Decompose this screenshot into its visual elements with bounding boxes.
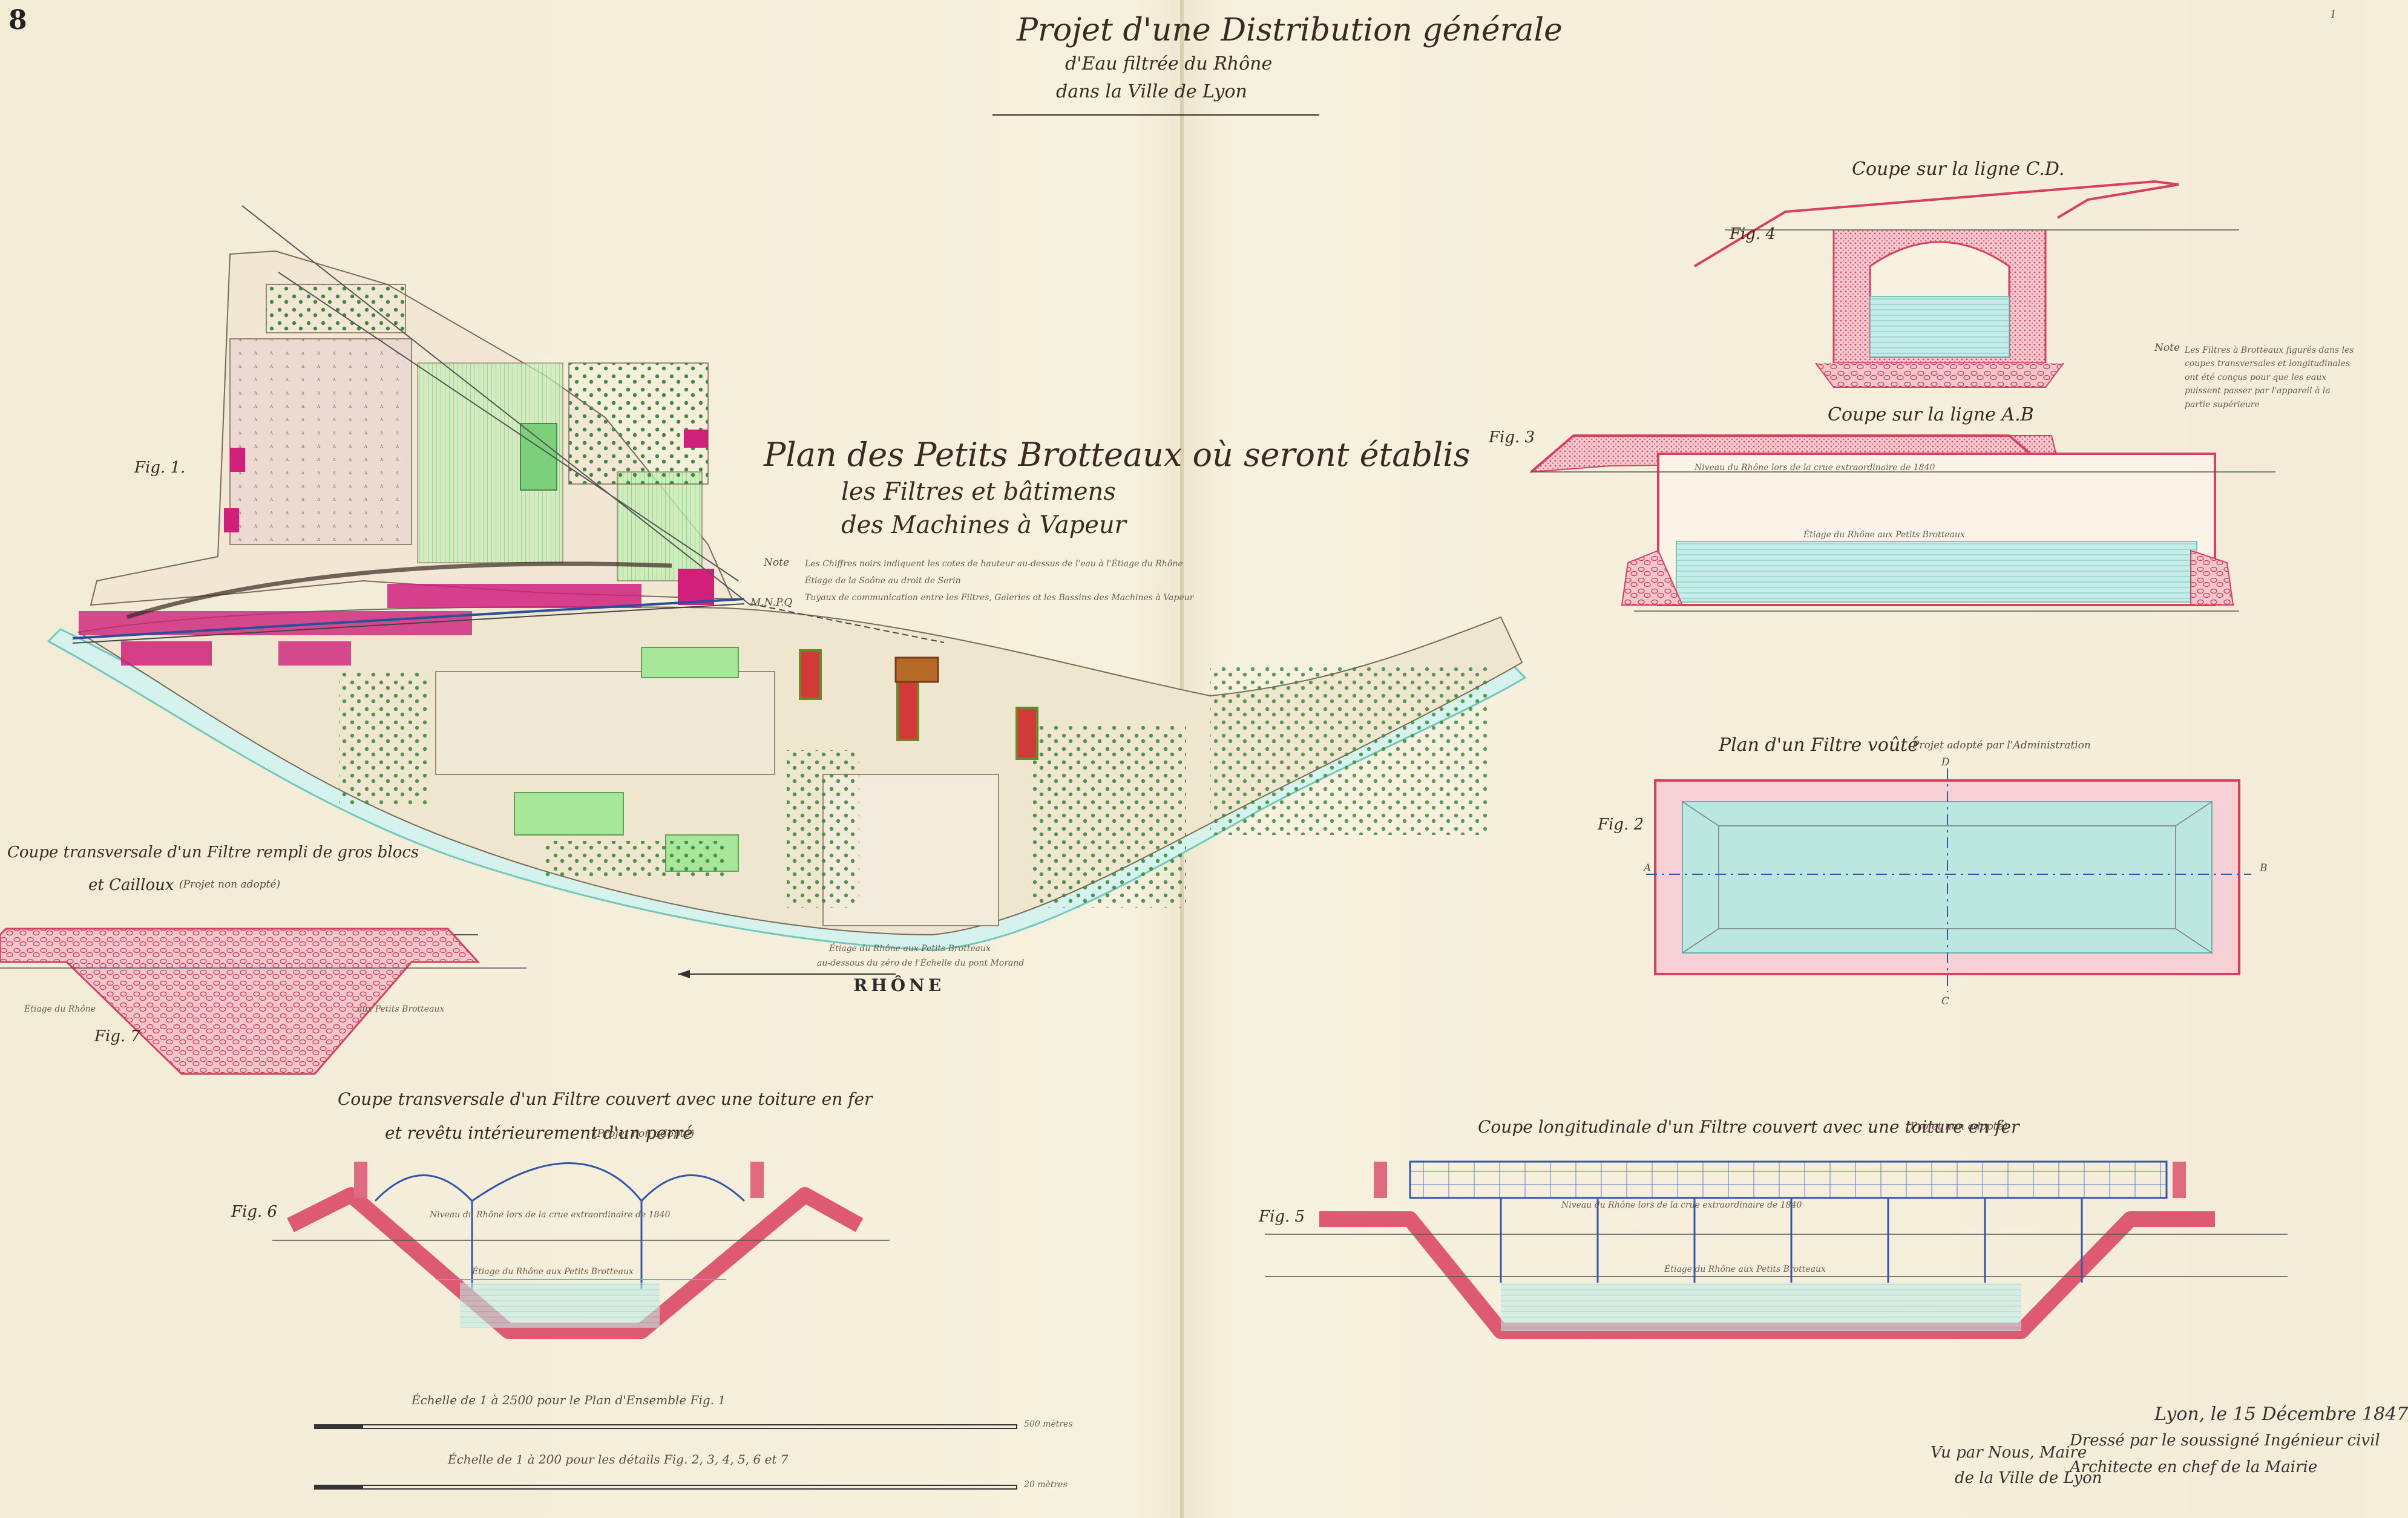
fig6-label: Fig. 6 <box>231 1203 278 1221</box>
sheet-number: 8 <box>8 5 27 36</box>
section-fig6 <box>272 1162 890 1339</box>
section-fig3 <box>1529 434 2275 612</box>
fig3-etiage: Étiage du Rhône aux Petits Brotteaux <box>1803 530 1965 540</box>
fig4-note: Les Filtres à Brotteaux figurés dans les… <box>2185 345 2354 410</box>
fig2-label-c: C <box>1941 995 1950 1007</box>
scale-bars <box>314 1424 1017 1490</box>
plan-note-label: Note <box>764 557 790 569</box>
fig6-title-2: et revêtu intérieurement d'un perré <box>385 1123 693 1143</box>
section-fig5 <box>1265 1160 2288 1339</box>
title-line-1: Projet d'une Distribution générale <box>1017 12 1563 48</box>
etiage-label-2: au-dessous du zéro de l'Échelle du pont … <box>817 958 1025 968</box>
section-fig4 <box>1693 180 2239 388</box>
scale-caption-2: Échelle de 1 à 200 pour les détails Fig.… <box>448 1452 789 1467</box>
plan-note-line-1: Les Chiffres noirs indiquent les cotes d… <box>805 559 1183 569</box>
fig7-lbl-1: Étiage du Rhône <box>24 1004 96 1014</box>
plan-title-line-1: Plan des Petits Brotteaux où seront étab… <box>764 436 1471 474</box>
fig7-adopted: (Projet non adopté) <box>179 878 281 891</box>
fig5-etiage: Étiage du Rhône aux Petits Brotteaux <box>1664 1264 1826 1274</box>
fig5-title: Coupe longitudinale d'un Filtre couvert … <box>1478 1117 2019 1137</box>
fig5-adopted: (Projet non adopté) <box>1906 1121 2008 1133</box>
fig1-label: Fig. 1. <box>134 459 186 477</box>
scale-end-2: 20 mètres <box>1024 1480 1068 1490</box>
fig2-label-d: D <box>1941 756 1950 768</box>
fig6-title-1: Coupe transversale d'un Filtre couvert a… <box>338 1089 873 1109</box>
signature-date: Lyon, le 15 Décembre 1847 <box>2154 1404 2408 1425</box>
title-line-3: dans la Ville de Lyon <box>1056 81 1247 102</box>
fig7-label: Fig. 7 <box>94 1027 141 1045</box>
signature-line-2: Architecte en chef de la Mairie <box>2070 1458 2318 1476</box>
fig6-crue: Niveau du Rhône lors de la crue extraord… <box>430 1210 671 1220</box>
fig7-lbl-2: aux Petits Brotteaux <box>357 1004 445 1014</box>
mnpq-label: M.N.P.Q <box>750 597 793 609</box>
plan-title-line-3: des Machines à Vapeur <box>841 511 1126 539</box>
fig3-crue: Niveau du Rhône lors de la crue extraord… <box>1694 463 1935 473</box>
scale-end-1: 500 mètres <box>1024 1419 1073 1429</box>
fig7-title-1: Coupe transversale d'un Filtre rempli de… <box>7 843 419 862</box>
fig7-title-2: et Cailloux <box>88 876 174 894</box>
fig2-adopted: Projet adopté par l'Administration <box>1912 739 2091 751</box>
fig2-label: Fig. 2 <box>1598 816 1644 834</box>
signature-line-1: Dressé par le soussigné Ingénieur civil <box>2070 1431 2380 1450</box>
fig4-label: Fig. 4 <box>1730 225 1776 243</box>
fig6-etiage: Étiage du Rhône aux Petits Brotteaux <box>472 1267 634 1277</box>
fig5-crue: Niveau du Rhône lors de la crue extraord… <box>1561 1200 1802 1210</box>
fig4-note-label: Note <box>2154 342 2180 354</box>
plan-note-line-2: Étiage de la Saône au droit de Serin <box>805 576 961 586</box>
fig6-adopted: (Projet non adopté) <box>593 1128 695 1140</box>
scale-caption-1: Échelle de 1 à 2500 pour le Plan d'Ensem… <box>412 1393 726 1407</box>
fig2-title: Plan d'un Filtre voûté <box>1719 734 1918 756</box>
etiage-label-1: Étiage du Rhône aux Petits Brotteaux <box>829 944 991 954</box>
fig2-label-b: B <box>2260 862 2268 874</box>
plan-note-line-3: Tuyaux de communication entre les Filtre… <box>805 593 1194 603</box>
title-line-2: d'Eau filtrée du Rhône <box>1065 53 1273 74</box>
fig3-title: Coupe sur la ligne A.B <box>1828 404 2034 425</box>
fig2-label-a: A <box>1644 862 1652 874</box>
filter-buildings <box>799 649 1038 760</box>
fig3-label: Fig. 3 <box>1489 428 1535 447</box>
fig4-title: Coupe sur la ligne C.D. <box>1852 159 2065 180</box>
site-plan <box>47 205 1527 978</box>
section-fig7 <box>0 927 527 1075</box>
vu-line-2: de la Ville de Lyon <box>1955 1469 2102 1487</box>
vu-line-1: Vu par Nous, Maire <box>1931 1444 2087 1462</box>
plan-title-line-2: les Filtres et bâtimens <box>841 478 1116 506</box>
river-label: RHÔNE <box>853 975 945 995</box>
fig5-label: Fig. 5 <box>1259 1208 1305 1226</box>
corner-mark: 1 <box>2330 8 2337 21</box>
plan-fig2 <box>1646 768 2251 992</box>
